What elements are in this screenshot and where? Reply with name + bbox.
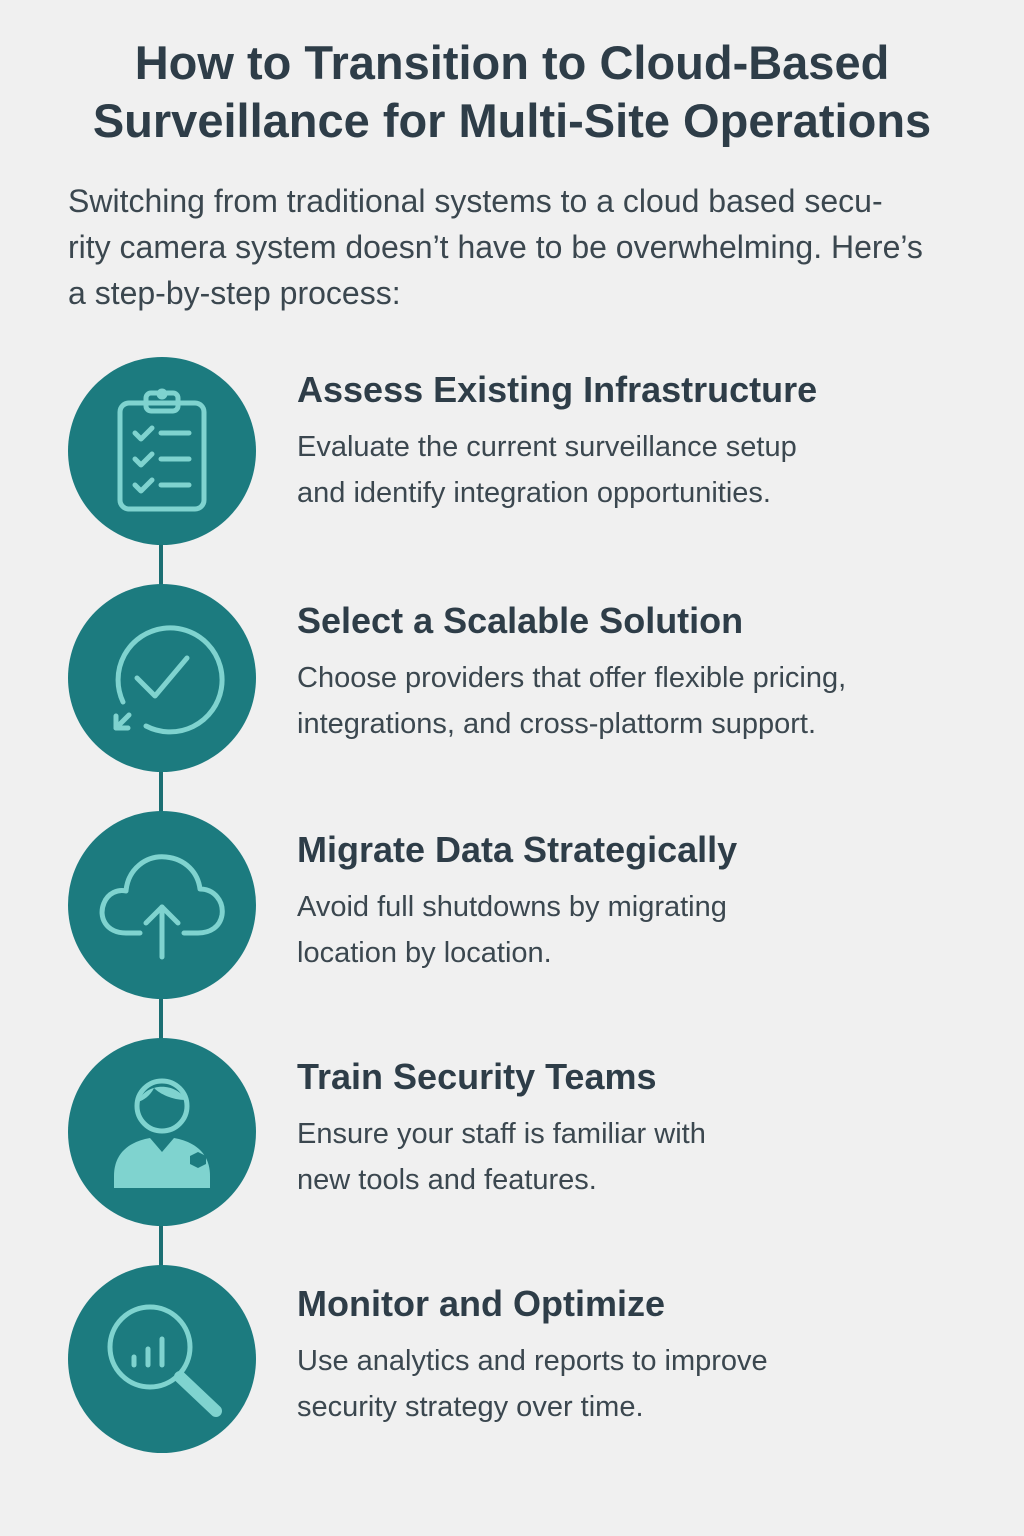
step-3-circle: [68, 811, 256, 999]
step-1-circle: [68, 357, 256, 545]
step-3-desc-line-1: Avoid full shutdowns by migrating: [297, 891, 727, 923]
step-5-circle: [68, 1265, 256, 1453]
step-5: Monitor and Optimize Use analytics and r…: [297, 1282, 997, 1430]
step-5-description: Use analytics and reports to improve sec…: [297, 1338, 997, 1430]
intro-line-2: rity camera system doesn’t have to be ov…: [68, 229, 923, 265]
step-5-title: Monitor and Optimize: [297, 1283, 665, 1324]
step-2-desc-line-1: Choose providers that offer flexible pri…: [297, 662, 847, 694]
step-4-title: Train Security Teams: [297, 1056, 657, 1097]
step-2-title: Select a Scalable Solution: [297, 600, 744, 641]
step-2-circle: [68, 584, 256, 772]
page-title-line-2: Surveillance for Multi-Site Operations: [92, 94, 932, 147]
step-4-desc-line-2: new tools and features.: [297, 1164, 597, 1196]
step-1-description: Evaluate the current surveillance setup …: [297, 424, 997, 516]
step-1-desc-line-1: Evaluate the current surveillance setup: [297, 431, 797, 463]
cloud-upload-icon: [99, 854, 225, 960]
step-2: Select a Scalable Solution Choose provid…: [297, 599, 997, 747]
analytics-magnifier-icon: [107, 1304, 222, 1417]
step-5-desc-line-1: Use analytics and reports to improve: [297, 1345, 768, 1377]
step-4-description: Ensure your staff is familiar with new t…: [297, 1111, 997, 1203]
step-1-desc-line-2: and identify integration opportunities.: [297, 477, 771, 509]
intro-paragraph: Switching from traditional systems to a …: [68, 178, 1008, 316]
step-4-circle: [68, 1038, 256, 1226]
page-title-line-1: How to Transition to Cloud-Based: [134, 36, 890, 89]
step-2-desc-line-2: integrations, and cross-plattorm support…: [297, 708, 817, 740]
security-staff-icon: [114, 1078, 210, 1188]
clipboard-checklist-icon: [117, 388, 207, 512]
step-3: Migrate Data Strategically Avoid full sh…: [297, 828, 997, 976]
step-3-desc-line-2: location by location.: [297, 937, 552, 969]
intro-line-1: Switching from traditional systems to a …: [68, 183, 883, 219]
page-title: How to Transition to Cloud-Based Surveil…: [40, 34, 984, 150]
circular-check-icon: [113, 625, 225, 735]
step-4: Train Security Teams Ensure your staff i…: [297, 1055, 997, 1203]
step-1-title: Assess Existing Infrastructure: [297, 369, 818, 410]
step-3-description: Avoid full shutdowns by migrating locati…: [297, 884, 997, 976]
step-2-description: Choose providers that offer flexible pri…: [297, 655, 997, 747]
intro-line-3: a step-by-step process:: [68, 275, 401, 311]
step-3-title: Migrate Data Strategically: [297, 829, 738, 870]
step-4-desc-line-1: Ensure your staff is familiar with: [297, 1118, 706, 1150]
step-5-desc-line-2: security strategy over time.: [297, 1391, 644, 1423]
step-1: Assess Existing Infrastructure Evaluate …: [297, 368, 997, 516]
